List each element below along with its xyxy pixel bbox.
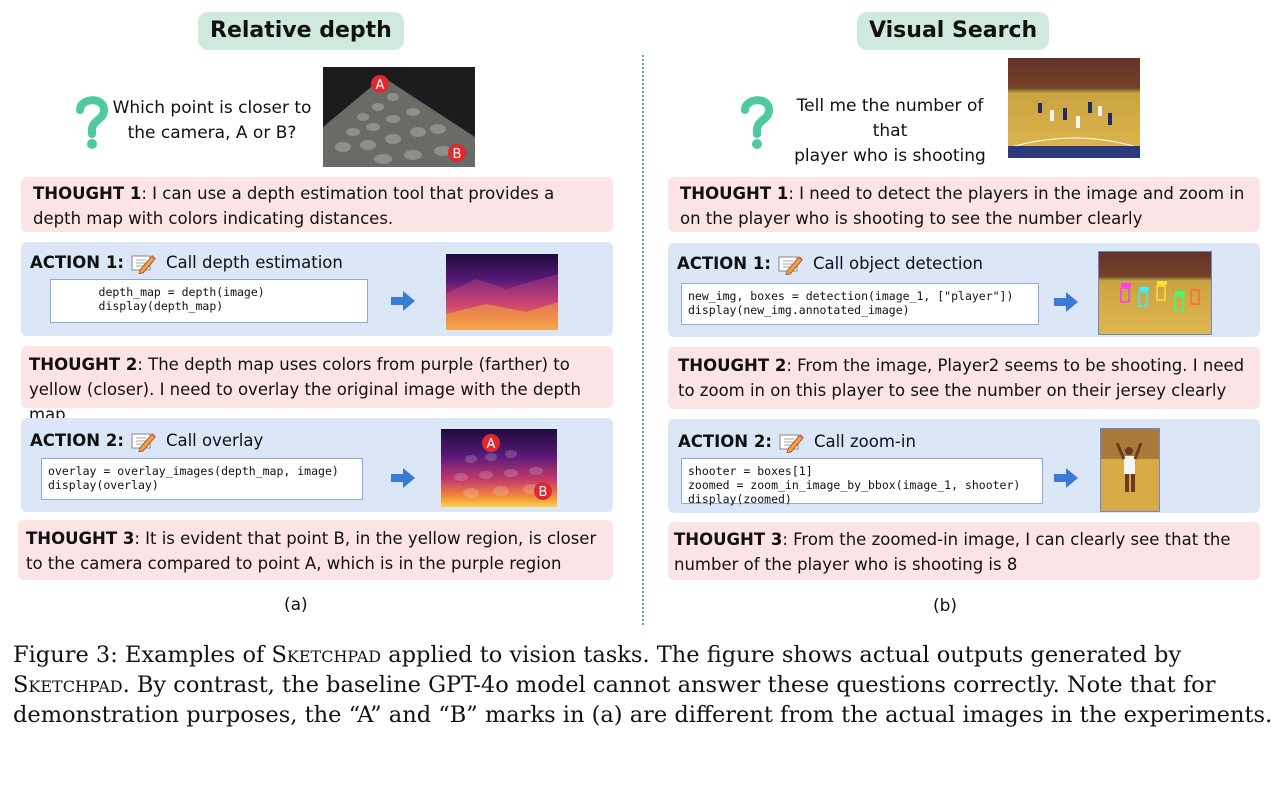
thought-3-label: THOUGHT 3: [674, 530, 783, 549]
right-arrow-icon: [391, 468, 415, 488]
pencil-icon: [778, 434, 804, 453]
question-mark-icon: [737, 92, 777, 150]
panel-title: Relative depth: [198, 12, 404, 50]
panel-visual-search: Visual Search Tell me the number of that…: [640, 0, 1280, 630]
action-1-code: new_img, boxes = detection(image_1, ["pl…: [681, 283, 1039, 325]
panel-title: Visual Search: [857, 12, 1050, 50]
pencil-icon: [130, 433, 156, 452]
thought-1-box: THOUGHT 1: I need to detect the players …: [668, 177, 1260, 232]
thought-2-text: : The depth map uses colors from purple …: [29, 355, 581, 424]
thought-2-label: THOUGHT 2: [678, 356, 787, 375]
subfigure-label: (a): [284, 595, 308, 615]
right-arrow-icon: [1054, 292, 1078, 312]
thought-3-text: : From the zoomed-in image, I can clearl…: [674, 530, 1231, 574]
question-text: Tell me the number of that player who is…: [794, 96, 986, 166]
action-2-label: ACTION 2:: [30, 431, 124, 450]
mark-b: B: [539, 485, 548, 500]
thought-1-label: THOUGHT 1: [680, 184, 789, 203]
action-2-box: ACTION 2: Call overlay overlay = overlay…: [21, 418, 613, 512]
zoomed-image: [1100, 428, 1160, 512]
panel-relative-depth: Relative depth Which point is closer to …: [0, 0, 640, 630]
action-2-label: ACTION 2:: [678, 432, 772, 451]
action-1-call: Call object detection: [812, 254, 983, 273]
pencil-icon: [130, 255, 156, 274]
action-2-box: ACTION 2: Call zoom-in shooter = boxes[1…: [668, 419, 1260, 513]
action-2-code: overlay = overlay_images(depth_map, imag…: [41, 458, 363, 500]
figure-caption: Figure 3: Examples of Sketchpad applied …: [13, 642, 1273, 728]
input-image-pebbles: A B: [323, 67, 475, 167]
action-1-label: ACTION 1:: [677, 254, 771, 273]
sketchpad-name: Sketchpad: [271, 642, 382, 668]
mark-b: B: [453, 147, 462, 162]
panel-divider: [642, 55, 644, 625]
thought-2-box: THOUGHT 2: The depth map uses colors fro…: [21, 346, 613, 424]
action-1-code: depth_map = depth(image) display(depth_m…: [50, 279, 368, 323]
subfigure-label: (b): [933, 596, 958, 616]
thought-3-label: THOUGHT 3: [26, 529, 135, 548]
right-arrow-icon: [1054, 468, 1078, 488]
depth-map-image: [446, 254, 558, 330]
thought-3-box: THOUGHT 3: From the zoomed-in image, I c…: [668, 522, 1260, 580]
question-mark-icon: [72, 92, 112, 150]
thought-2-box: THOUGHT 2: From the image, Player2 seems…: [668, 347, 1260, 409]
pencil-icon: [777, 256, 803, 275]
thought-1-label: THOUGHT 1: [33, 184, 142, 203]
right-arrow-icon: [391, 291, 415, 311]
action-2-call: Call zoom-in: [813, 432, 916, 451]
thought-3-box: THOUGHT 3: It is evident that point B, i…: [18, 520, 613, 580]
action-2-call: Call overlay: [165, 431, 264, 450]
action-1-label: ACTION 1:: [30, 253, 124, 272]
input-image-basketball: [1008, 58, 1140, 158]
pebbles-image: A B: [323, 67, 475, 167]
thought-1-text: : I can use a depth estimation tool that…: [33, 184, 555, 228]
action-2-code: shooter = boxes[1] zoomed = zoom_in_imag…: [681, 458, 1043, 506]
question-text: Which point is closer to the camera, A o…: [112, 98, 312, 143]
thought-3-text: : It is evident that point B, in the yel…: [26, 529, 597, 573]
thought-1-text: : I need to detect the players in the im…: [680, 184, 1245, 228]
thought-2-label: THOUGHT 2: [29, 355, 138, 374]
action-1-box: ACTION 1: Call depth estimation depth_ma…: [21, 242, 613, 336]
overlay-image: A B: [441, 429, 557, 507]
detection-image: [1098, 251, 1212, 335]
mark-a: A: [487, 437, 496, 452]
action-1-box: ACTION 1: Call object detection new_img,…: [668, 243, 1260, 337]
action-1-call: Call depth estimation: [165, 253, 343, 272]
mark-a: A: [376, 78, 385, 93]
thought-1-box: THOUGHT 1: I can use a depth estimation …: [21, 177, 613, 232]
thought-2-text: : From the image, Player2 seems to be sh…: [678, 356, 1245, 400]
sketchpad-name: Sketchpad: [13, 672, 123, 698]
